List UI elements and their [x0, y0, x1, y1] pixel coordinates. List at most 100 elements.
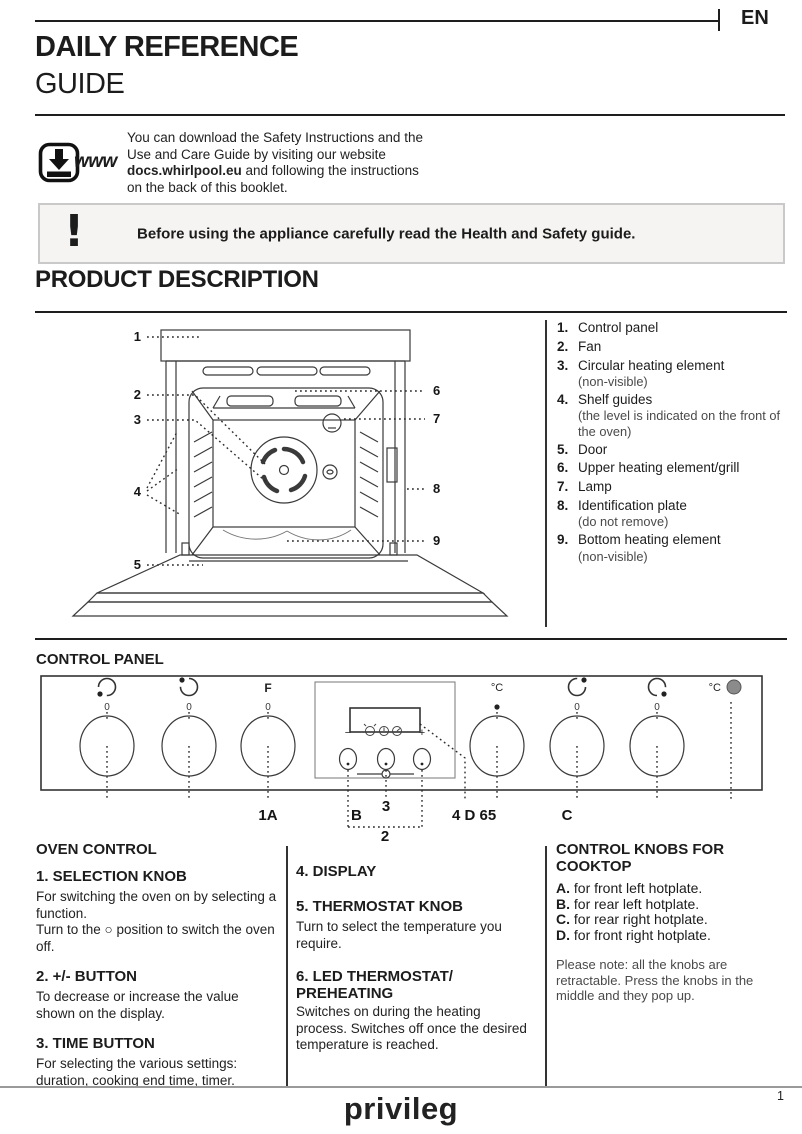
- callout-7: 7: [433, 411, 440, 426]
- download-text: You can download the Safety Instructions…: [127, 130, 432, 196]
- label-c: C: [562, 807, 573, 824]
- selection-knob-body2: Turn to the ○ position to switch the ove…: [36, 922, 275, 954]
- callout-1: 1: [134, 329, 141, 344]
- label-3: 3: [382, 798, 390, 815]
- download-text-before: You can download the Safety Instructions…: [127, 130, 423, 162]
- download-text-after: and following the instructions on the ba…: [127, 163, 419, 195]
- led-thermostat-title-line1: 6. LED THERMOSTAT/: [296, 968, 453, 985]
- title-rule: [35, 114, 785, 116]
- display-buttons: [338, 747, 432, 779]
- door-open: [71, 542, 509, 617]
- list-item: 5.Door: [557, 441, 608, 457]
- control-panel-figure: F °C °C 0 0 0 0 0 − +: [40, 675, 763, 844]
- cooktop-note: Please note: all the knobs are retractab…: [556, 957, 754, 1003]
- label-b: B: [351, 807, 362, 824]
- display-screen: [349, 707, 421, 733]
- list-item: 7.Lamp: [557, 479, 612, 495]
- minus-label: −: [345, 727, 351, 739]
- panel-frame: [40, 675, 763, 791]
- svg-text:0: 0: [574, 702, 580, 713]
- zero-markers: 0 0 0 0 0: [104, 702, 660, 713]
- list-item: 3.Circular heating element(non-visible): [557, 357, 725, 389]
- page-number: 1: [777, 1089, 784, 1103]
- column-divider-1: [286, 846, 288, 1087]
- fan-icon: [250, 436, 318, 504]
- time-button-body: For selecting the various settings: dura…: [36, 1056, 238, 1088]
- plusminus-button-title: 2. +/- BUTTON: [36, 968, 137, 985]
- oven-diagram: 1 2 3 4 5 6 7 8 9: [71, 329, 509, 617]
- label-4d65: 4 D 65: [452, 807, 496, 824]
- cooktop-item-b: B. for rear left hotplate.: [556, 895, 700, 912]
- list-item: 8.Identification plate(do not remove): [557, 498, 687, 530]
- grill-element: [212, 395, 356, 409]
- selection-knob-body1: For switching the oven on by selecting a…: [36, 889, 277, 921]
- list-item: 2.Fan: [557, 338, 602, 354]
- callout-6: 6: [433, 383, 440, 398]
- page-title-line2: GUIDE: [35, 68, 125, 100]
- knobs: [79, 715, 685, 777]
- list-divider: [545, 320, 547, 627]
- cooktop-column: CONTROL KNOBS FOR COOKTOP A. for front l…: [556, 841, 788, 1004]
- parts-list: 1.Control panel 2.Fan 3.Circular heating…: [557, 320, 789, 567]
- header-rule: [35, 20, 718, 22]
- download-website: docs.whirlpool.eu: [127, 163, 242, 178]
- page-title-line1: DAILY REFERENCE: [35, 31, 299, 63]
- probe-socket: [322, 464, 338, 480]
- callout-3: 3: [134, 412, 141, 427]
- panel-leaders: [106, 702, 732, 828]
- cooktop-item-d: D. for front right hotplate.: [556, 926, 711, 943]
- svg-text:°C: °C: [709, 682, 721, 694]
- display-column: 4. DISPLAY 5. THERMOSTAT KNOB Turn to se…: [296, 863, 529, 1067]
- product-description-heading: PRODUCT DESCRIPTION: [35, 266, 319, 293]
- oven-control-heading: OVEN CONTROL: [36, 841, 157, 858]
- hotplate-knob-rear-right-icon: [567, 677, 587, 697]
- language-tag: EN: [741, 7, 769, 29]
- list-item: 9.Bottom heating element(non-visible): [557, 532, 721, 564]
- warning-text: Before using the appliance carefully rea…: [137, 225, 636, 242]
- footer-rule: [0, 1086, 802, 1088]
- display-title: 4. DISPLAY: [296, 863, 377, 880]
- hotplate-knob-rear-left-icon: [179, 677, 199, 697]
- warning-box: ! Before using the appliance carefully r…: [38, 203, 785, 264]
- svg-text:0: 0: [104, 702, 110, 713]
- control-panel-heading: CONTROL PANEL: [36, 651, 164, 668]
- identification-plate: [386, 447, 398, 483]
- shelf-guides: [193, 431, 379, 518]
- led-thermostat-icon: °C: [709, 679, 742, 695]
- bottom-tray: [222, 529, 352, 541]
- svg-text:0: 0: [265, 702, 271, 713]
- plus-label: +: [419, 727, 425, 739]
- oven-outline: [160, 329, 411, 559]
- brand-logo: privileg: [343, 1091, 459, 1126]
- oven-control-column: OVEN CONTROL 1. SELECTION KNOB For switc…: [36, 841, 279, 1102]
- led-thermostat-title-line2: PREHEATING: [296, 985, 394, 1002]
- cooktop-item-a: A. for front left hotplate.: [556, 880, 703, 896]
- plusminus-button-body: To decrease or increase the value shown …: [36, 989, 239, 1021]
- callout-5: 5: [134, 557, 141, 572]
- timer-icons: [363, 723, 402, 736]
- cooktop-item-c: C. for rear right hotplate.: [556, 911, 708, 927]
- thermostat-knob-icon: °C: [491, 682, 503, 710]
- label-2: 2: [381, 828, 389, 844]
- svg-text:°C: °C: [491, 682, 503, 694]
- figure-top-rule: [35, 311, 787, 313]
- callout-9: 9: [433, 533, 440, 548]
- hotplate-knob-front-right-icon: [647, 677, 667, 697]
- label-1a: 1A: [258, 807, 277, 824]
- www-label: www: [74, 151, 117, 172]
- time-button-title: 3. TIME BUTTON: [36, 1035, 155, 1052]
- svg-text:0: 0: [654, 702, 660, 713]
- download-www-icon: [38, 142, 80, 183]
- list-item: 6.Upper heating element/grill: [557, 460, 740, 476]
- led-thermostat-body: Switches on during the heating process. …: [296, 1004, 527, 1052]
- cooktop-heading: CONTROL KNOBS FOR COOKTOP: [556, 841, 725, 875]
- callout-8: 8: [433, 481, 440, 496]
- exclamation-icon: !: [64, 206, 85, 257]
- thermostat-knob-body: Turn to select the temperature you requi…: [296, 919, 502, 951]
- svg-text:0: 0: [186, 702, 192, 713]
- hotplate-knob-front-left-icon: [97, 677, 117, 697]
- callout-leaders: [146, 336, 425, 566]
- figure-bottom-rule: [35, 638, 787, 640]
- callout-4: 4: [134, 484, 142, 499]
